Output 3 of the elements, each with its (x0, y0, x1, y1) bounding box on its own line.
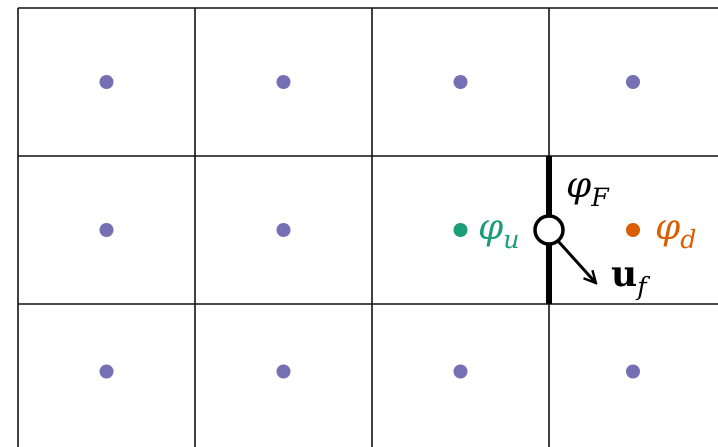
math-label: φ$_{F}$ (566, 168, 609, 210)
math-label: φ$_{d}$ (655, 210, 696, 252)
math-label: φ$_{u}$ (478, 210, 520, 252)
